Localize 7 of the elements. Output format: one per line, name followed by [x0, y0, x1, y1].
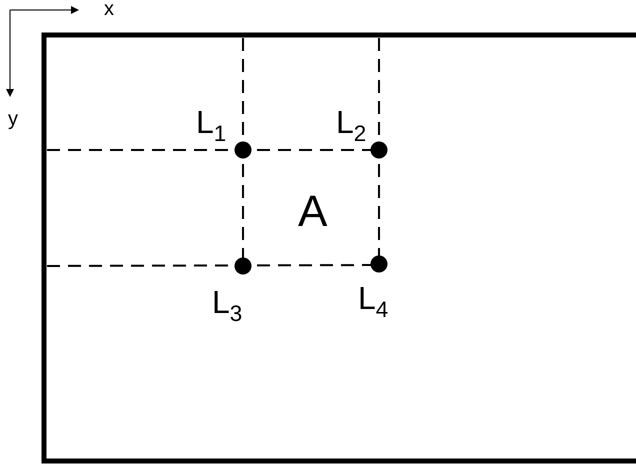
point-label: L$_{4}$	[358, 282, 388, 322]
point-label: L$_{3}$	[212, 286, 242, 326]
area-label: A	[298, 190, 328, 234]
axis-label: y	[8, 109, 18, 129]
axis-label: x	[104, 0, 114, 19]
point-label: L$_{2}$	[336, 106, 366, 146]
point-label: L$_{1}$	[196, 106, 226, 146]
